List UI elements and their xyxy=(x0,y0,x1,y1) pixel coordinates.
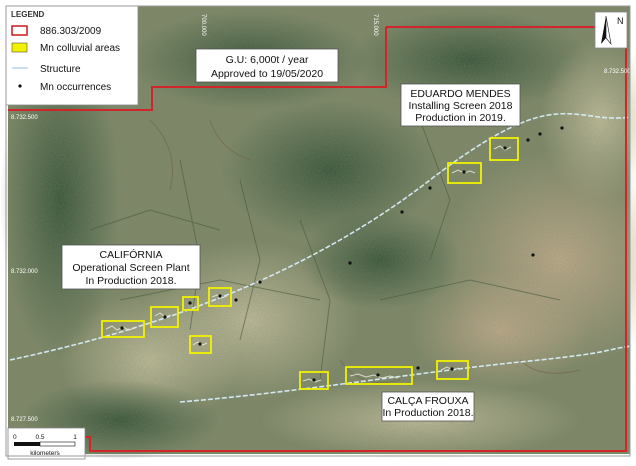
site-production: Production in 2019. xyxy=(415,112,505,124)
license-boundary-west xyxy=(16,27,387,111)
point-swatch xyxy=(18,84,22,88)
mn-point xyxy=(234,298,238,302)
mn-point xyxy=(188,301,192,305)
mn-point xyxy=(218,294,222,298)
legend-label-boundary: 886.303/2009 xyxy=(40,26,102,37)
north-label: N xyxy=(617,16,624,26)
mn-area xyxy=(299,371,329,390)
legend-label-structure: Structure xyxy=(40,64,81,75)
mn-area xyxy=(150,306,179,328)
grid-label-bottom-left: 8.727.500 xyxy=(11,417,38,423)
grid-labels: 8.732.500 8.732.000 8.727.500 8.732.500 … xyxy=(11,14,631,423)
mn-area xyxy=(489,137,519,161)
site-name: CALIFÓRNIA xyxy=(99,248,162,261)
mn-point xyxy=(258,280,262,284)
north-arrow: N xyxy=(594,11,628,49)
legend-label-area: Mn colluvial areas xyxy=(40,43,120,54)
scale-tick-1: 1 xyxy=(73,434,77,441)
scale-tick-half: 0.5 xyxy=(35,434,44,441)
mn-area xyxy=(436,360,469,380)
mn-point xyxy=(503,146,507,150)
mn-point xyxy=(198,342,202,346)
mn-point xyxy=(526,138,530,142)
site-status: Installing Screen 2018 xyxy=(409,100,513,112)
site-name: CALÇA FROUXA xyxy=(387,395,468,407)
site-callout-eduardo-mendes: EDUARDO MENDES Installing Screen 2018 Pr… xyxy=(400,83,521,127)
mn-point xyxy=(560,126,564,130)
scale-tick-0: 0 xyxy=(13,434,17,441)
grid-label-col-b: 715.000 xyxy=(372,14,378,36)
legend-title: LEGEND xyxy=(11,10,45,19)
mn-area xyxy=(447,162,482,184)
mn-area xyxy=(182,296,199,311)
scale-unit: kilometers xyxy=(30,450,60,457)
mn-colluvial-areas xyxy=(101,137,519,390)
grid-label-col-a: 700.000 xyxy=(200,14,206,36)
mn-point xyxy=(416,366,420,370)
site-name: EDUARDO MENDES xyxy=(410,88,510,100)
mn-point xyxy=(538,132,542,136)
approval-note-callout: G.U: 6,000t / year Approved to 19/05/202… xyxy=(195,48,339,83)
site-production: In Production 2018. xyxy=(85,275,176,287)
site-callout-calca-frouxa: CALÇA FROUXA In Production 2018. xyxy=(381,391,475,422)
site-status: Operational Screen Plant xyxy=(72,262,189,274)
mn-point xyxy=(163,315,167,319)
mn-area xyxy=(208,287,232,307)
legend: LEGEND 886.303/2009 Mn colluvial areas S… xyxy=(5,5,139,106)
structure-line-south xyxy=(179,345,633,403)
mn-area xyxy=(189,335,212,354)
mn-point xyxy=(400,210,404,214)
mn-area xyxy=(345,366,413,385)
mn-point xyxy=(376,373,380,377)
grid-label-top-left: 8.732.500 xyxy=(11,115,38,121)
north-arrow-icon xyxy=(601,16,606,44)
mn-area xyxy=(101,320,145,338)
mn-point xyxy=(348,261,352,265)
mn-point xyxy=(428,186,432,190)
legend-label-points: Mn occurrences xyxy=(40,82,111,93)
map-border xyxy=(5,5,631,457)
scale-bar: 0 0.5 1 kilometers xyxy=(7,427,86,460)
mn-point xyxy=(120,326,124,330)
mn-area-scribbles xyxy=(105,145,512,383)
grid-label-mid-left: 8.732.000 xyxy=(11,269,38,275)
approval-note-line2: Approved to 19/05/2020 xyxy=(211,68,323,80)
grid-label-top-right: 8.732.500 xyxy=(604,69,631,75)
mn-point xyxy=(531,253,535,257)
mn-point xyxy=(450,367,454,371)
site-production: In Production 2018. xyxy=(382,407,473,419)
area-swatch xyxy=(11,42,28,53)
boundary-swatch xyxy=(11,25,28,36)
site-callout-california: CALIFÓRNIA Operational Screen Plant In P… xyxy=(61,244,201,290)
approval-note-line1: G.U: 6,000t / year xyxy=(226,54,309,66)
mn-occurrences xyxy=(120,126,564,382)
mn-point xyxy=(462,170,466,174)
mn-point xyxy=(312,378,316,382)
